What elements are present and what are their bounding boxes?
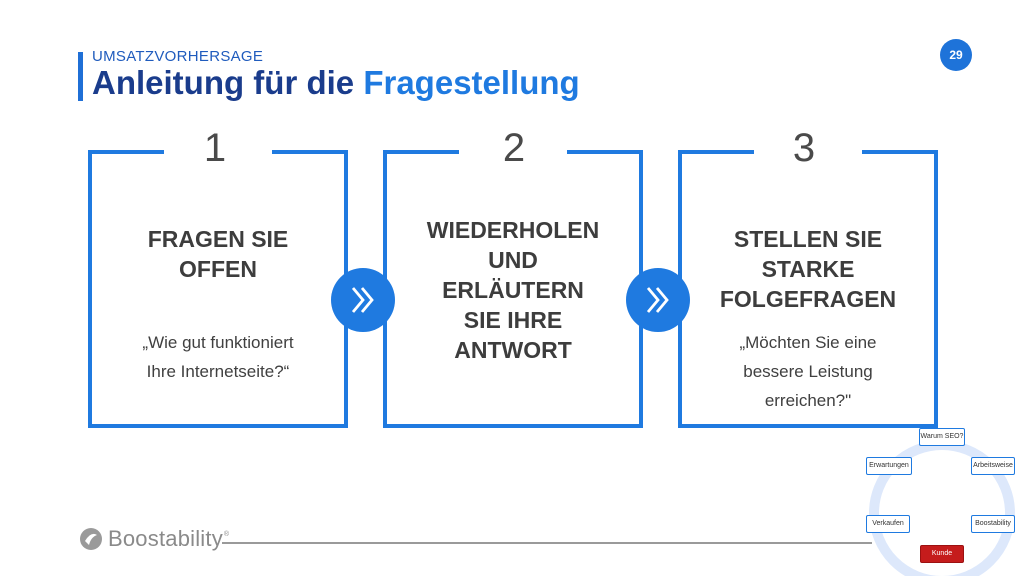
step-card-1: FRAGEN SIE OFFEN „Wie gut funktioniert I… <box>88 150 348 428</box>
arrow-2 <box>626 268 690 332</box>
page-title-highlight: Fragestellung <box>363 64 580 101</box>
page-title: Anleitung für die Fragestellung <box>92 64 580 102</box>
step-quote-3: „Möchten Sie eine bessere Leistung errei… <box>739 333 877 410</box>
step-heading-3: STELLEN SIE STARKE FOLGEFRAGEN <box>719 226 897 312</box>
cycle-node-erwartungen: Erwartungen <box>866 457 912 475</box>
step-number-3: 3 <box>792 126 816 170</box>
logo-trademark: ® <box>223 530 230 538</box>
step-heading-1: FRAGEN SIE OFFEN <box>147 226 289 282</box>
cycle-diagram: Warum SEO? Arbeitsweise Boostability Kun… <box>862 425 1024 576</box>
cycle-node-warum-seo: Warum SEO? <box>919 428 965 446</box>
boostability-logo-icon <box>80 528 102 550</box>
arrow-1 <box>331 268 395 332</box>
cycle-node-arbeitsweise: Arbeitsweise <box>971 457 1015 475</box>
page-title-part1: Anleitung für die <box>92 64 364 101</box>
step-heading-2: WIEDERHOLEN UND ERLÄUTERN SIE IHRE ANTWO… <box>426 217 600 363</box>
cycle-node-verkaufen: Verkaufen <box>866 515 910 533</box>
logo-text: Boostability <box>108 526 223 551</box>
step-number-2: 2 <box>502 126 526 170</box>
step-number-1: 1 <box>203 126 227 170</box>
boostability-logo: Boostability ® <box>78 526 229 552</box>
section-subtitle: UMSATZVORHERSAGE <box>92 48 264 65</box>
accent-bar <box>78 52 83 101</box>
double-chevron-right-icon <box>646 287 669 313</box>
step-card-3: STELLEN SIE STARKE FOLGEFRAGEN „Möchten … <box>678 150 938 428</box>
cycle-node-boostability: Boostability <box>971 515 1015 533</box>
cycle-node-kunde: Kunde <box>920 545 964 563</box>
step-card-2: WIEDERHOLEN UND ERLÄUTERN SIE IHRE ANTWO… <box>383 150 643 428</box>
step-quote-1: „Wie gut funktioniert Ihre Internetseite… <box>142 333 294 381</box>
page-number-badge: 29 <box>940 39 972 71</box>
double-chevron-right-icon <box>351 287 374 313</box>
footer-divider <box>222 542 872 544</box>
